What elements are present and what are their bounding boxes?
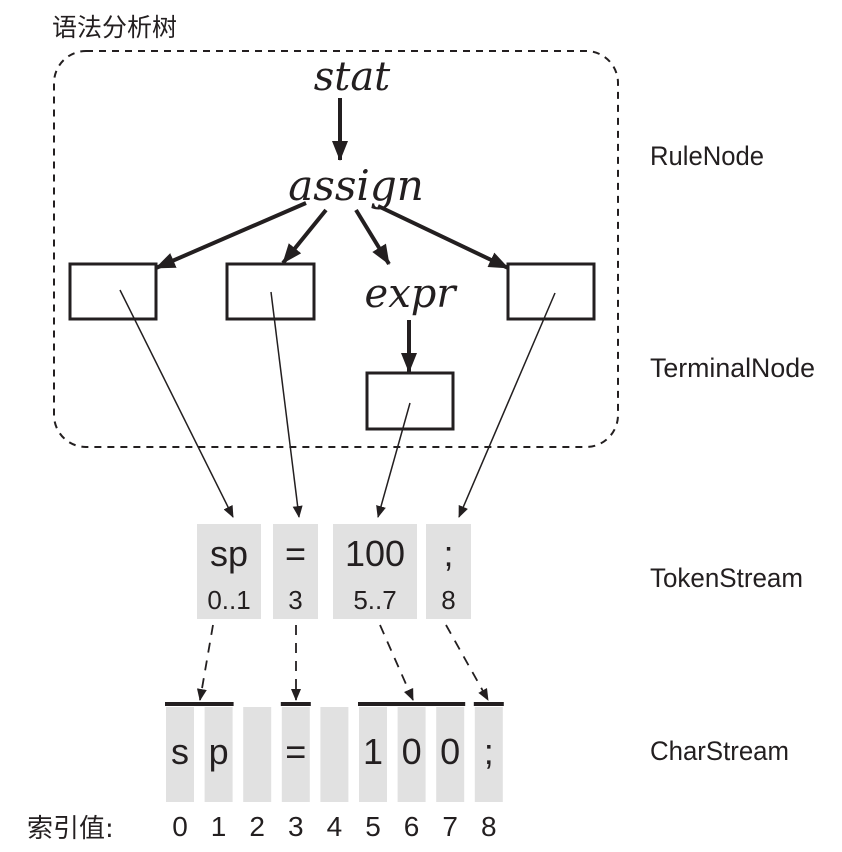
char-cell-box (474, 707, 503, 802)
parse-tree-title: 语法分析树 (52, 13, 177, 42)
char-cell-box (166, 707, 194, 802)
rule-node-assign: assign (288, 161, 424, 210)
terminal-node-100 (365, 371, 455, 431)
link-terminal-100-token (376, 402, 411, 518)
char-cell: p (204, 707, 233, 802)
token-box (273, 524, 318, 619)
char-cell: ; (474, 707, 503, 802)
char-cell-text: = (285, 731, 306, 772)
label-char-stream: CharStream (650, 736, 789, 766)
char-cell (243, 707, 272, 802)
terminal-node-semi (506, 262, 596, 321)
edge-assign-terminal-2 (281, 208, 328, 265)
link-terminal-eq-token (270, 291, 303, 518)
token: sp 0..1 (197, 524, 261, 619)
index-value: 7 (442, 811, 458, 842)
parse-tree-boundary (53, 50, 619, 448)
char-cell: 0 (436, 707, 465, 802)
token: =3 (273, 524, 318, 619)
edge-assign-expr (354, 208, 391, 266)
rule-node-expr: expr (365, 271, 459, 317)
index-value: 8 (481, 811, 497, 842)
token: 100 5..7 (333, 524, 417, 619)
index-value: 2 (249, 811, 265, 842)
index-value: 0 (172, 811, 188, 842)
index-value: 5 (365, 811, 381, 842)
char-cell-box (397, 707, 426, 802)
token-box (197, 524, 261, 619)
label-token-stream: TokenStream (650, 563, 803, 593)
token-text: = (285, 533, 306, 574)
index-value: 3 (288, 811, 304, 842)
token-range: 5..7 (353, 585, 396, 615)
index-label: 索引值: (27, 814, 114, 844)
char-cell-text: 0 (402, 731, 422, 772)
label-rule-node: RuleNode (650, 141, 764, 171)
token-text: ; (443, 533, 453, 574)
terminal-node-eq (225, 262, 316, 321)
char-cell: s (166, 707, 194, 802)
link-terminal-sp-token (119, 289, 234, 518)
char-cell-box (436, 707, 465, 802)
link-terminal-semi-token (458, 292, 556, 518)
char-cell (320, 707, 349, 802)
edge-assign-terminal-1 (155, 201, 307, 270)
token-range: 3 (288, 585, 302, 615)
index-value: 1 (211, 811, 227, 842)
link-token-semi-chars (445, 624, 489, 701)
char-cell: 1 (359, 707, 387, 802)
char-cell-box (359, 707, 387, 802)
terminal-node-sp (68, 262, 158, 321)
char-cell-box (281, 707, 310, 802)
char-cell-text: p (209, 731, 229, 772)
edge-assign-terminal-4 (377, 204, 509, 270)
token-box (333, 524, 417, 619)
token-range: 0..1 (207, 585, 250, 615)
link-token-sp-chars (196, 624, 214, 701)
index-value: 6 (404, 811, 420, 842)
token-box (426, 524, 471, 619)
char-cell: 0 (397, 707, 426, 802)
token-range: 8 (441, 585, 455, 615)
token-text: 100 (345, 533, 405, 574)
char-cell-text: s (171, 731, 189, 772)
char-cell: = (281, 707, 310, 802)
char-cell-box (320, 707, 349, 802)
char-cell-text: ; (484, 731, 494, 772)
token-text: sp (210, 533, 248, 574)
char-cell-box (243, 707, 272, 802)
label-terminal-node: TerminalNode (650, 353, 815, 383)
char-cell-box (204, 707, 233, 802)
index-value: 4 (327, 811, 343, 842)
rule-node-stat: stat (314, 54, 391, 100)
char-cell-text: 1 (363, 731, 383, 772)
char-cell-text: 0 (440, 731, 460, 772)
token: ;8 (426, 524, 471, 619)
link-token-100-chars (379, 624, 414, 701)
